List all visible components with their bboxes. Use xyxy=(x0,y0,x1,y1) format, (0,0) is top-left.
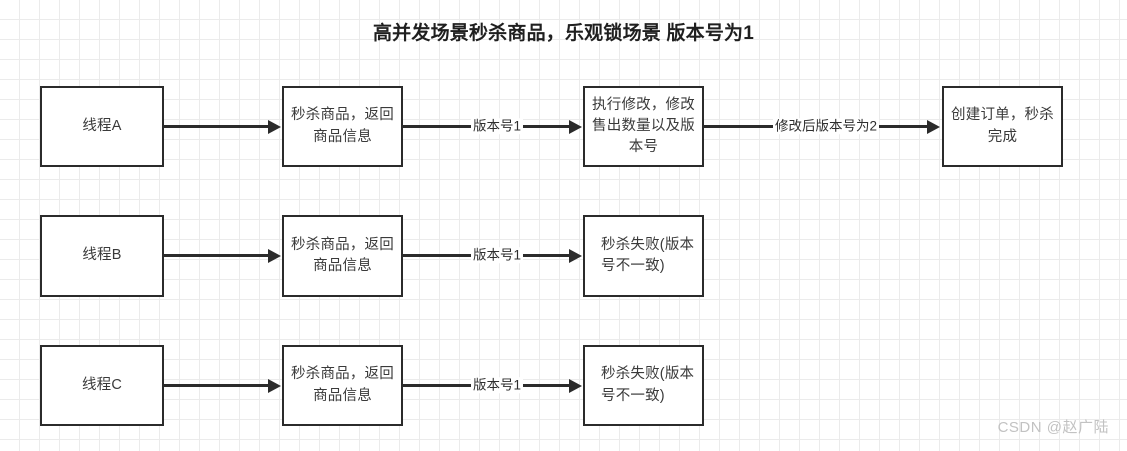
node-label: 秒杀商品，返回商品信息 xyxy=(291,366,394,404)
arrowhead-row1-c xyxy=(927,119,940,134)
edge-label-row1-version1: 版本号1 xyxy=(470,118,524,134)
arrowhead-row1-a xyxy=(268,119,281,134)
node-label: 线程C xyxy=(81,376,123,393)
connector-row1-a xyxy=(164,125,269,128)
arrowhead-row2-a xyxy=(268,248,281,263)
node-row2-query[interactable]: 秒杀商品，返回商品信息 xyxy=(282,215,403,297)
node-label: 线程A xyxy=(82,117,122,134)
arrowhead-row1-b xyxy=(569,119,582,134)
node-row2-fail[interactable]: 秒杀失败(版本号不一致) xyxy=(583,215,704,297)
edge-label-row3-version1: 版本号1 xyxy=(470,377,524,393)
node-label: 创建订单，秒杀完成 xyxy=(951,107,1054,145)
node-label: 线程B xyxy=(82,247,122,264)
arrowhead-row2-b xyxy=(569,248,582,263)
node-row3-query[interactable]: 秒杀商品，返回商品信息 xyxy=(282,345,403,426)
arrowhead-row3-b xyxy=(569,378,582,393)
connector-row2-a xyxy=(164,254,269,257)
node-thread-c[interactable]: 线程C xyxy=(40,345,164,426)
page-title: 高并发场景秒杀商品，乐观锁场景 版本号为1 xyxy=(372,23,755,44)
node-row1-update[interactable]: 执行修改，修改售出数量以及版本号 xyxy=(583,86,704,167)
connector-row3-a xyxy=(164,384,269,387)
node-thread-a[interactable]: 线程A xyxy=(40,86,164,167)
edge-label-row1-version2: 修改后版本号为2 xyxy=(772,118,880,134)
node-row1-query[interactable]: 秒杀商品，返回商品信息 xyxy=(282,86,403,167)
node-label: 执行修改，修改售出数量以及版本号 xyxy=(592,96,695,155)
node-thread-b[interactable]: 线程B xyxy=(40,215,164,297)
node-row3-fail[interactable]: 秒杀失败(版本号不一致) xyxy=(583,345,704,426)
edge-label-row2-version1: 版本号1 xyxy=(470,247,524,263)
node-label: 秒杀商品，返回商品信息 xyxy=(291,107,394,145)
node-label: 秒杀失败(版本号不一致) xyxy=(601,366,695,404)
arrowhead-row3-a xyxy=(268,378,281,393)
node-label: 秒杀商品，返回商品信息 xyxy=(291,236,394,274)
node-label: 秒杀失败(版本号不一致) xyxy=(601,236,695,274)
watermark: CSDN @赵广陆 xyxy=(997,419,1109,436)
node-row1-order[interactable]: 创建订单，秒杀完成 xyxy=(942,86,1063,167)
